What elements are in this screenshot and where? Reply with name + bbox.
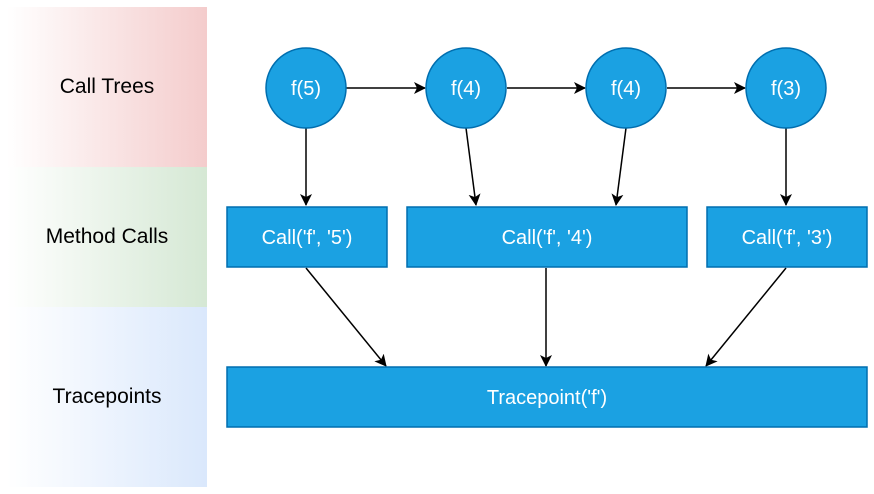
- node-f4-first-label: f(4): [451, 78, 481, 100]
- edge-call3-to-tracepoint: [705, 267, 787, 367]
- node-f4-second: f(4): [585, 47, 667, 129]
- tracepoint-label: Tracepoint('f'): [487, 387, 607, 409]
- edge-f4a-to-call4: [465, 127, 481, 206]
- lane-tracepoints: Tracepoints: [7, 307, 207, 487]
- node-f3-label: f(3): [771, 78, 801, 100]
- method-call-5: Call('f', '5'): [226, 206, 388, 268]
- edge-f4b-to-call4: [611, 127, 627, 206]
- lane-call-trees: Call Trees: [7, 7, 207, 167]
- lane-label-tracepoints: Tracepoints: [52, 385, 162, 408]
- method-call-4: Call('f', '4'): [406, 206, 688, 268]
- node-f5: f(5): [265, 47, 347, 129]
- node-f4-second-label: f(4): [611, 78, 641, 100]
- node-f5-label: f(5): [291, 78, 321, 100]
- tracepoint-box: Tracepoint('f'): [226, 366, 868, 428]
- edge-call5-to-tracepoint: [305, 267, 387, 367]
- lane-label-call-trees: Call Trees: [59, 75, 155, 98]
- lane-label-method-calls: Method Calls: [45, 225, 169, 248]
- method-call-4-label: Call('f', '4'): [502, 227, 593, 249]
- method-call-3: Call('f', '3'): [706, 206, 868, 268]
- method-call-5-label: Call('f', '5'): [262, 227, 353, 249]
- lane-method-calls: Method Calls: [7, 167, 207, 307]
- node-f4-first: f(4): [425, 47, 507, 129]
- edges: [300, 82, 792, 367]
- node-f3: f(3): [745, 47, 827, 129]
- method-call-3-label: Call('f', '3'): [742, 227, 833, 249]
